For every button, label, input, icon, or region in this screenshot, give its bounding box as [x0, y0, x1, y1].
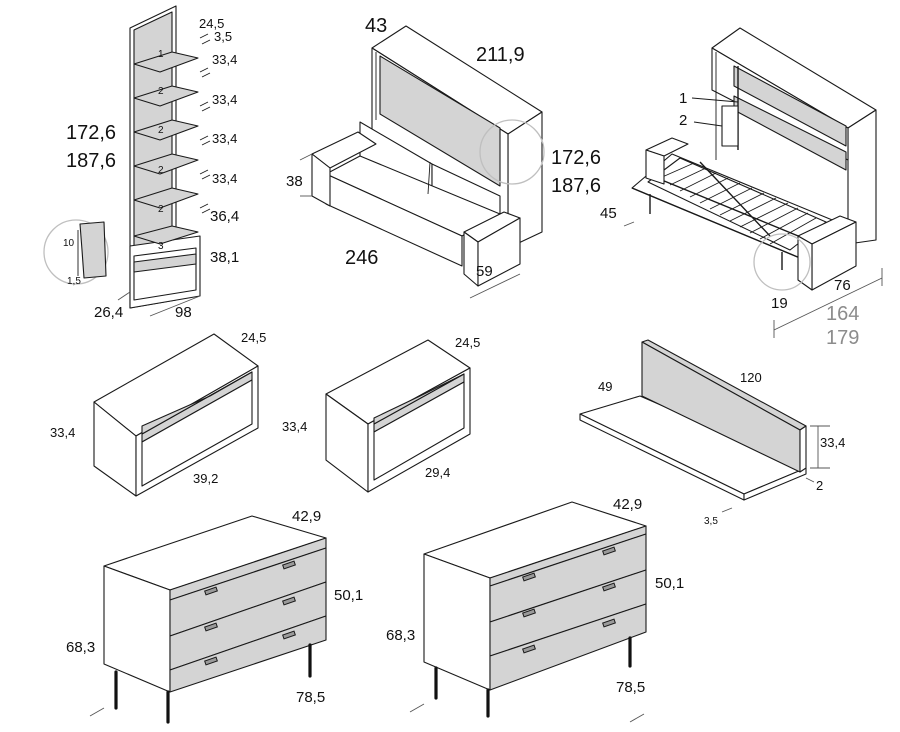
sofa-open-seat-depth: 76 [834, 277, 851, 294]
dresser-right-drawer-height: 50,1 [655, 575, 684, 592]
desk-width: 120 [740, 370, 762, 385]
desk-shelf-drawing [579, 339, 830, 513]
dresser-right-height: 68,3 [386, 627, 415, 644]
shelf-large-height: 33,4 [50, 425, 75, 440]
detail-circle [43, 219, 109, 285]
sofa-open-callout-2: 2 [679, 112, 687, 129]
bookcase-dim-24-5: 24,5 [199, 16, 224, 31]
bookcase-drawing: 10 1,5 [43, 5, 211, 317]
shelf-large-depth: 24,5 [241, 330, 266, 345]
bookcase-dim-33-4a: 33,4 [212, 52, 237, 67]
shelf-small-height: 33,4 [282, 419, 307, 434]
dresser-left-height: 68,3 [66, 639, 95, 656]
sofa-closed-width-top: 211,9 [476, 44, 525, 66]
bookcase-dim-38-1: 38,1 [210, 249, 239, 266]
shelf-number-1: 1 [158, 49, 164, 60]
bookcase-dim-36-4: 36,4 [210, 208, 239, 225]
sofa-open-bed-height: 45 [600, 205, 617, 222]
detail-dim-10: 10 [63, 238, 75, 249]
desk-depth: 49 [598, 379, 612, 394]
bookcase-dim-33-4b: 33,4 [212, 92, 237, 107]
sofa-closed-arm-depth: 59 [476, 263, 493, 280]
shelf-small-depth: 24,5 [455, 335, 480, 350]
shelf-number-2c: 2 [158, 165, 164, 176]
sofa-closed-width: 246 [345, 247, 378, 269]
shelf-number-2d: 2 [158, 204, 164, 215]
shelf-box-large-drawing [93, 333, 259, 497]
sofa-bed-closed-drawing [299, 25, 545, 299]
bookcase-width: 98 [175, 304, 192, 321]
dresser-right-drawing [409, 501, 647, 723]
shelf-number-2a: 2 [158, 86, 164, 97]
dresser-left-drawing [89, 515, 327, 724]
shelf-box-small-drawing [325, 339, 471, 493]
bookcase-depth: 26,4 [94, 304, 123, 321]
bookcase-dim-33-4d: 33,4 [212, 171, 237, 186]
desk-thickness: 2 [816, 478, 823, 493]
sofa-closed-depth: 43 [365, 15, 387, 37]
dresser-right-depth: 42,9 [613, 496, 642, 513]
sofa-open-leg: 19 [771, 295, 788, 312]
desk-height: 33,4 [820, 435, 845, 450]
shelf-number-2b: 2 [158, 125, 164, 136]
bookcase-height-172-6: 172,6 [66, 122, 116, 144]
shelf-number-3: 3 [158, 241, 164, 252]
sofa-open-callout-1: 1 [679, 90, 687, 107]
sofa-closed-seat-height: 38 [286, 173, 303, 190]
bookcase-dim-3-5: 3,5 [214, 29, 232, 44]
sofa-closed-height-187-6: 187,6 [551, 175, 601, 197]
dresser-right-width: 78,5 [616, 679, 645, 696]
sofa-open-length-164: 164 [826, 303, 859, 325]
dresser-left-drawer-height: 50,1 [334, 587, 363, 604]
detail-dim-1-5: 1,5 [67, 276, 81, 287]
bookcase-height-187-6: 187,6 [66, 150, 116, 172]
shelf-large-width: 39,2 [193, 471, 218, 486]
dresser-left-width: 78,5 [296, 689, 325, 706]
bookcase-dim-33-4c: 33,4 [212, 131, 237, 146]
sofa-closed-height-172-6: 172,6 [551, 147, 601, 169]
sofa-bed-open-drawing [623, 27, 883, 338]
shelf-small-width: 29,4 [425, 465, 450, 480]
dresser-left-depth: 42,9 [292, 508, 321, 525]
desk-panel: 3,5 [704, 516, 718, 527]
sofa-open-length-179: 179 [826, 327, 859, 349]
